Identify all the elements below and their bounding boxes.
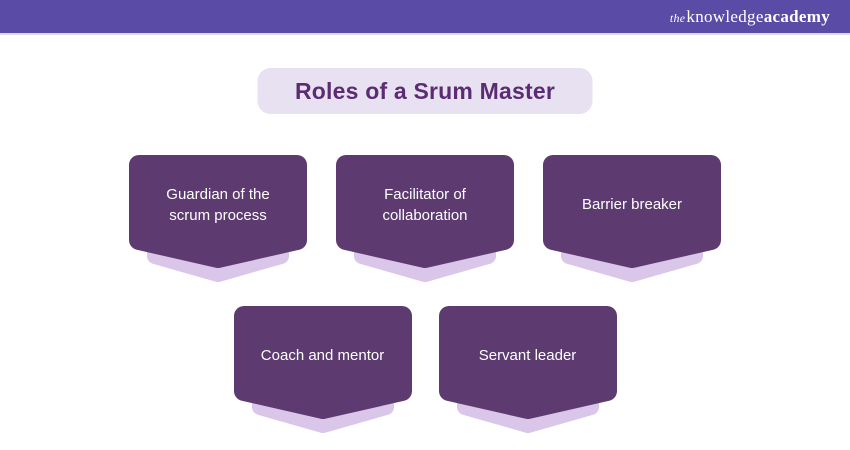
card-body-shape — [336, 155, 514, 268]
card-label: Facilitator of collaboration — [382, 185, 468, 224]
page-title-text: Roles of a Srum Master — [294, 77, 556, 104]
page-title: Roles of a Srum Master — [257, 68, 593, 114]
header-bar: theknowledgeacademy — [0, 0, 850, 35]
card-shape-svg — [233, 306, 412, 433]
role-card-barrier-breaker: Barrier breaker — [543, 155, 721, 283]
cards-row-top: Guardian of the scrum process Facilitato… — [0, 155, 850, 283]
card-label: Guardian of the scrum process — [166, 185, 270, 224]
card-shape-svg — [543, 155, 721, 282]
card-label: Barrier breaker — [581, 196, 683, 213]
card-body-shape — [438, 306, 617, 419]
logo-word-knowledge: knowledge — [686, 6, 764, 26]
card-label: Coach and mentor — [260, 347, 385, 364]
role-card-coach: Coach and mentor — [233, 306, 412, 434]
role-card-guardian: Guardian of the scrum process — [129, 155, 307, 283]
card-shape-svg — [438, 306, 617, 433]
card-body-shape — [543, 155, 721, 268]
role-card-servant-leader: Servant leader — [438, 306, 617, 434]
logo-word-academy: academy — [763, 6, 830, 26]
role-card-facilitator: Facilitator of collaboration — [336, 155, 514, 283]
cards-row-bottom: Coach and mentor Servant leader — [0, 306, 850, 434]
card-body-shape — [233, 306, 412, 419]
brand-logo: theknowledgeacademy — [670, 7, 830, 27]
card-shape-svg — [336, 155, 514, 282]
card-label: Servant leader — [478, 347, 577, 364]
card-body-shape — [129, 155, 307, 268]
logo-word-the: the — [669, 10, 686, 25]
card-shape-svg — [129, 155, 307, 282]
